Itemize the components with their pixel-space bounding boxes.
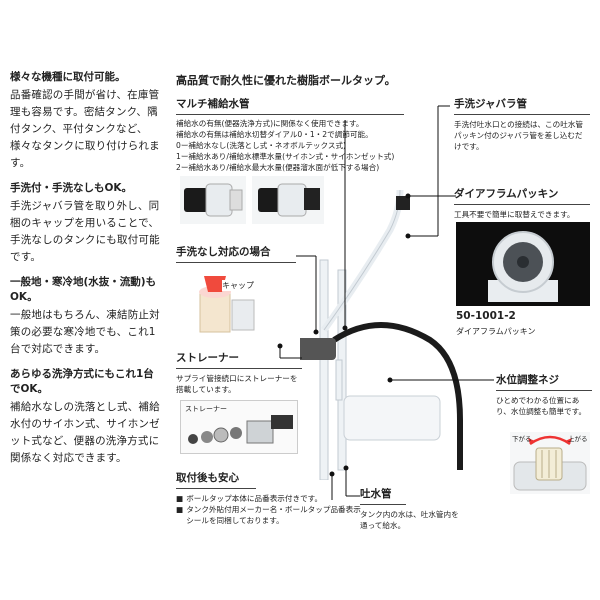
cap-illustration-icon: [199, 276, 255, 333]
multi-line: 1ー補給水あり/補給水標準水量(サイホン式・サイホンゼット式): [176, 152, 395, 161]
level-screw-icon: [513, 435, 587, 491]
multi-lines: 補給水の有無(便器洗浄方式)に関係なく使用できます。 補給水の有無は補給水切替ダ…: [176, 118, 404, 173]
jabara-title: 手洗ジャバラ管: [454, 96, 590, 115]
strainer-title: ストレーナー: [176, 350, 302, 369]
left-column: 様々な機種に取付可能。 品番確認の手間が省け、在庫管理も容易です。密結タンク、隅…: [10, 70, 162, 476]
nohand-title: 手洗なし対応の場合: [176, 244, 296, 263]
diaphragm-title: ダイアフラムパッキン: [454, 186, 590, 205]
center-title: 高品質で耐久性に優れた樹脂ボールタップ。: [176, 74, 396, 87]
sec1-title: 様々な機種に取付可能。: [10, 71, 126, 83]
multi-line: 2ー補給水あり/補給水最大水量(便器溜水面が低下する場合): [176, 163, 380, 172]
outlet-desc: タンク内の水は、吐水管内を通って給水。: [360, 510, 459, 530]
level-photo: 下がる 上がる: [510, 432, 590, 494]
sec1-body: 品番確認の手間が省け、在庫管理も容易です。密結タンク、隅付タンク、平付タンクなど…: [10, 89, 160, 169]
strainer-photo-label: ストレーナー: [185, 405, 227, 413]
part-name: ダイアフラムパッキン: [456, 327, 536, 336]
dial-photo-1: [180, 176, 246, 224]
level-title: 水位調整ネジ: [496, 372, 592, 391]
sec3-body: 一般地はもちろん、凍結防止対策の必要な寒冷地でも、これ1台で対応できます。: [10, 309, 160, 355]
sec4-title: あらゆる洗浄方式にもこれ1台でOK。: [10, 368, 154, 395]
jabara-section: 手洗ジャバラ管 手洗付吐水口との接続は、この吐水管パッキン付のジャバラ管を差し込…: [454, 96, 590, 152]
multi-line: 補給水の有無は補給水切替ダイアル0・1・2で調節可能。: [176, 130, 373, 139]
after-bullets: ■ボールタップ本体に品番表示付きです。 ■タンク外貼付用メーカー名・ボールタップ…: [176, 493, 366, 526]
strainer-parts-icon: [188, 415, 293, 444]
dial-photo-2: [252, 176, 324, 224]
nohand-section: 手洗なし対応の場合: [176, 244, 296, 263]
after-bullet: ■ボールタップ本体に品番表示付きです。: [176, 494, 323, 503]
outlet-section: 吐水管 タンク内の水は、吐水管内を通って給水。: [360, 486, 460, 531]
level-section: 水位調整ネジ ひとめでわかる位置にあり、水位調整も簡単です。: [496, 372, 592, 417]
diaphragm-photo: [456, 222, 590, 306]
strainer-section: ストレーナー サプライ管接続口にストレーナーを搭載しています。: [176, 350, 302, 395]
multi-title: マルチ補給水管: [176, 96, 404, 115]
after-title: 取付後も安心: [176, 470, 256, 489]
multi-line: 補給水の有無(便器洗浄方式)に関係なく使用できます。: [176, 119, 364, 128]
multi-line: 0ー補給水なし(洗落とし式・ネオボルテックス式): [176, 141, 346, 150]
strainer-desc: サプライ管接続口にストレーナーを搭載しています。: [176, 374, 298, 394]
strainer-photo: ストレーナー: [180, 400, 298, 454]
diaphragm-section: ダイアフラムパッキン 工具不要で簡単に取替えできます。: [454, 186, 590, 220]
level-up-label: 上がる: [568, 435, 588, 443]
multi-section: マルチ補給水管 補給水の有無(便器洗浄方式)に関係なく使用できます。 補給水の有…: [176, 96, 404, 173]
dial-2-icon: [258, 183, 320, 217]
sec2-body: 手洗ジャバラ管を取り外し、同梱のキャップを用いることで、手洗なしのタンクにも取付…: [10, 200, 160, 263]
cap-label: キャップ: [222, 280, 254, 291]
sec2-title: 手洗付・手洗なしもOK。: [10, 182, 133, 194]
sec3-title: 一般地・寒冷地(水抜・流動)もOK。: [10, 276, 157, 303]
outlet-title: 吐水管: [360, 486, 406, 505]
diaphragm-packing-icon: [488, 231, 558, 302]
sec4-body: 補給水なしの洗落とし式、補給水付のサイホン式、サイホンゼット式など、便器の洗浄方…: [10, 401, 160, 464]
jabara-desc: 手洗付吐水口との接続は、この吐水管パッキン付のジャバラ管を差し込むだけです。: [454, 120, 584, 151]
dial-1-icon: [184, 183, 243, 217]
diaphragm-desc: 工具不要で簡単に取替えできます。: [454, 210, 575, 219]
level-down-label: 下がる: [512, 435, 532, 443]
level-desc: ひとめでわかる位置にあり、水位調整も簡単です。: [496, 396, 587, 416]
part-number: 50-1001-2: [456, 310, 516, 322]
after-section: 取付後も安心 ■ボールタップ本体に品番表示付きです。 ■タンク外貼付用メーカー名…: [176, 470, 366, 526]
nohand-photo: キャップ: [182, 264, 262, 340]
after-bullet: ■タンク外貼付用メーカー名・ボールタップ品番表示シールを同梱しております。: [176, 505, 361, 525]
ball-tap-illustration: [300, 189, 463, 480]
